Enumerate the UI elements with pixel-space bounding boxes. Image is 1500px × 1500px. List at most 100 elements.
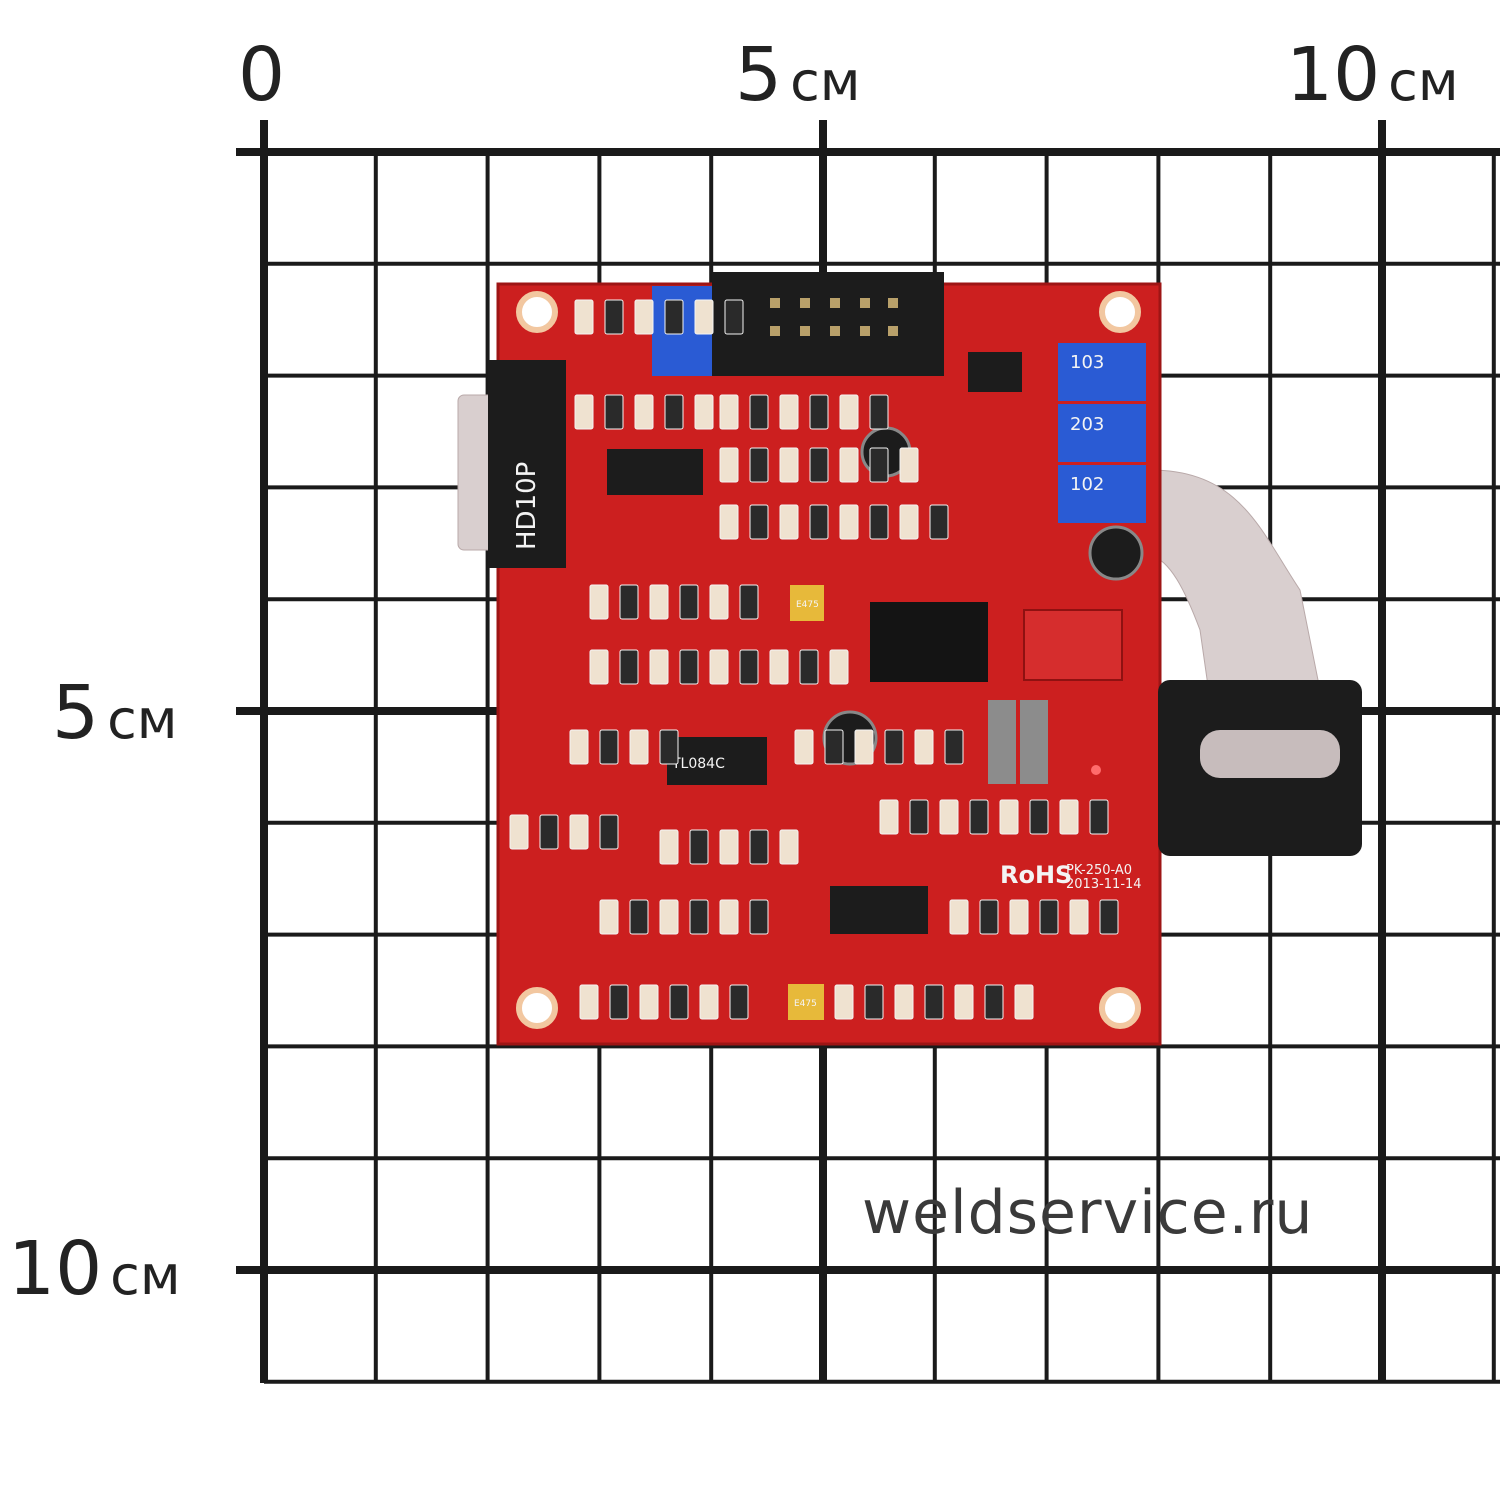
smd-component (539, 814, 559, 850)
date-label: 2013-11-14 (1066, 877, 1142, 892)
smd-component (839, 447, 859, 483)
tantalum-cap-2 (788, 984, 824, 1020)
smd-component (649, 584, 669, 620)
tantalum-cap-1 (790, 585, 824, 621)
trimmer-1 (1058, 343, 1146, 401)
left-vertical-connector (488, 360, 566, 568)
smd-component (869, 394, 889, 430)
smd-component (719, 899, 739, 935)
smd-component (574, 394, 594, 430)
smd-component (689, 899, 709, 935)
smd-component (659, 899, 679, 935)
smd-component (839, 504, 859, 540)
connector-label: HD10P (512, 462, 542, 550)
smd-component (749, 899, 769, 935)
smd-component (664, 394, 684, 430)
tantalum-cap-2-label: E475 (794, 999, 817, 1009)
smd-component (749, 829, 769, 865)
trimmer-2-label: 203 (1070, 414, 1104, 435)
smd-component (749, 504, 769, 540)
smd-component (929, 504, 949, 540)
smd-component (779, 504, 799, 540)
smd-component (604, 394, 624, 430)
trimmer-3 (1058, 465, 1146, 523)
smd-component (799, 649, 819, 685)
smd-component (724, 299, 744, 335)
ic-top-right (968, 352, 1022, 392)
smd-component (574, 299, 594, 335)
smd-component (869, 447, 889, 483)
smd-component (1099, 899, 1119, 935)
smd-component (779, 829, 799, 865)
smd-component (1059, 799, 1079, 835)
smd-component (824, 729, 844, 765)
smd-component (909, 799, 929, 835)
smd-component (579, 984, 599, 1020)
smd-component (1009, 899, 1029, 935)
smd-component (829, 649, 849, 685)
mounting-holes (516, 291, 1141, 1029)
model-label: PK-250-A0 (1066, 863, 1132, 878)
smd-component (619, 584, 639, 620)
smd-component (899, 447, 919, 483)
trimmer-3-label: 102 (1070, 474, 1104, 495)
smd-component (719, 504, 739, 540)
smd-component (609, 984, 629, 1020)
smd-component (679, 584, 699, 620)
smd-component (729, 984, 749, 1020)
film-cap-2 (1020, 700, 1048, 784)
smd-component (864, 984, 884, 1020)
tantalum-cap-1-label: E475 (796, 600, 819, 610)
smd-component (984, 984, 1004, 1020)
smd-component (719, 394, 739, 430)
smd-component (749, 394, 769, 430)
smd-component (619, 649, 639, 685)
electrolytic-cap-3 (1088, 525, 1144, 581)
smd-component (569, 729, 589, 765)
ic-u2 (667, 737, 767, 785)
smd-component (944, 729, 964, 765)
red-connector (1023, 609, 1123, 681)
smd-component (709, 649, 729, 685)
smd-component (1029, 799, 1049, 835)
smd-component (954, 984, 974, 1020)
smd-component (839, 394, 859, 430)
ic-u2-label: TL084C (671, 756, 725, 772)
smd-component (914, 729, 934, 765)
smd-component (1014, 984, 1034, 1020)
smd-component (884, 729, 904, 765)
film-cap-1 (988, 700, 1016, 784)
smd-component (809, 447, 829, 483)
smd-component (719, 829, 739, 865)
smd-component (969, 799, 989, 835)
smd-component (779, 394, 799, 430)
smd-component (694, 299, 714, 335)
smd-component (1089, 799, 1109, 835)
smd-component (809, 504, 829, 540)
smd-component (699, 984, 719, 1020)
header-pins (770, 298, 898, 336)
smd-component (739, 649, 759, 685)
smd-component (879, 799, 899, 835)
smd-component (599, 899, 619, 935)
smd-component (599, 729, 619, 765)
smd-component (694, 394, 714, 430)
smd-component (629, 729, 649, 765)
smd-components (509, 299, 1119, 1020)
smd-component (604, 299, 624, 335)
smd-component (1069, 899, 1089, 935)
smd-component (899, 504, 919, 540)
smd-component (659, 729, 679, 765)
ic-center (870, 602, 988, 682)
smd-component (834, 984, 854, 1020)
smd-component (1039, 899, 1059, 935)
smd-component (589, 584, 609, 620)
smd-component (999, 799, 1019, 835)
smd-component (669, 984, 689, 1020)
smd-component (779, 447, 799, 483)
ic-bottom (830, 886, 928, 934)
